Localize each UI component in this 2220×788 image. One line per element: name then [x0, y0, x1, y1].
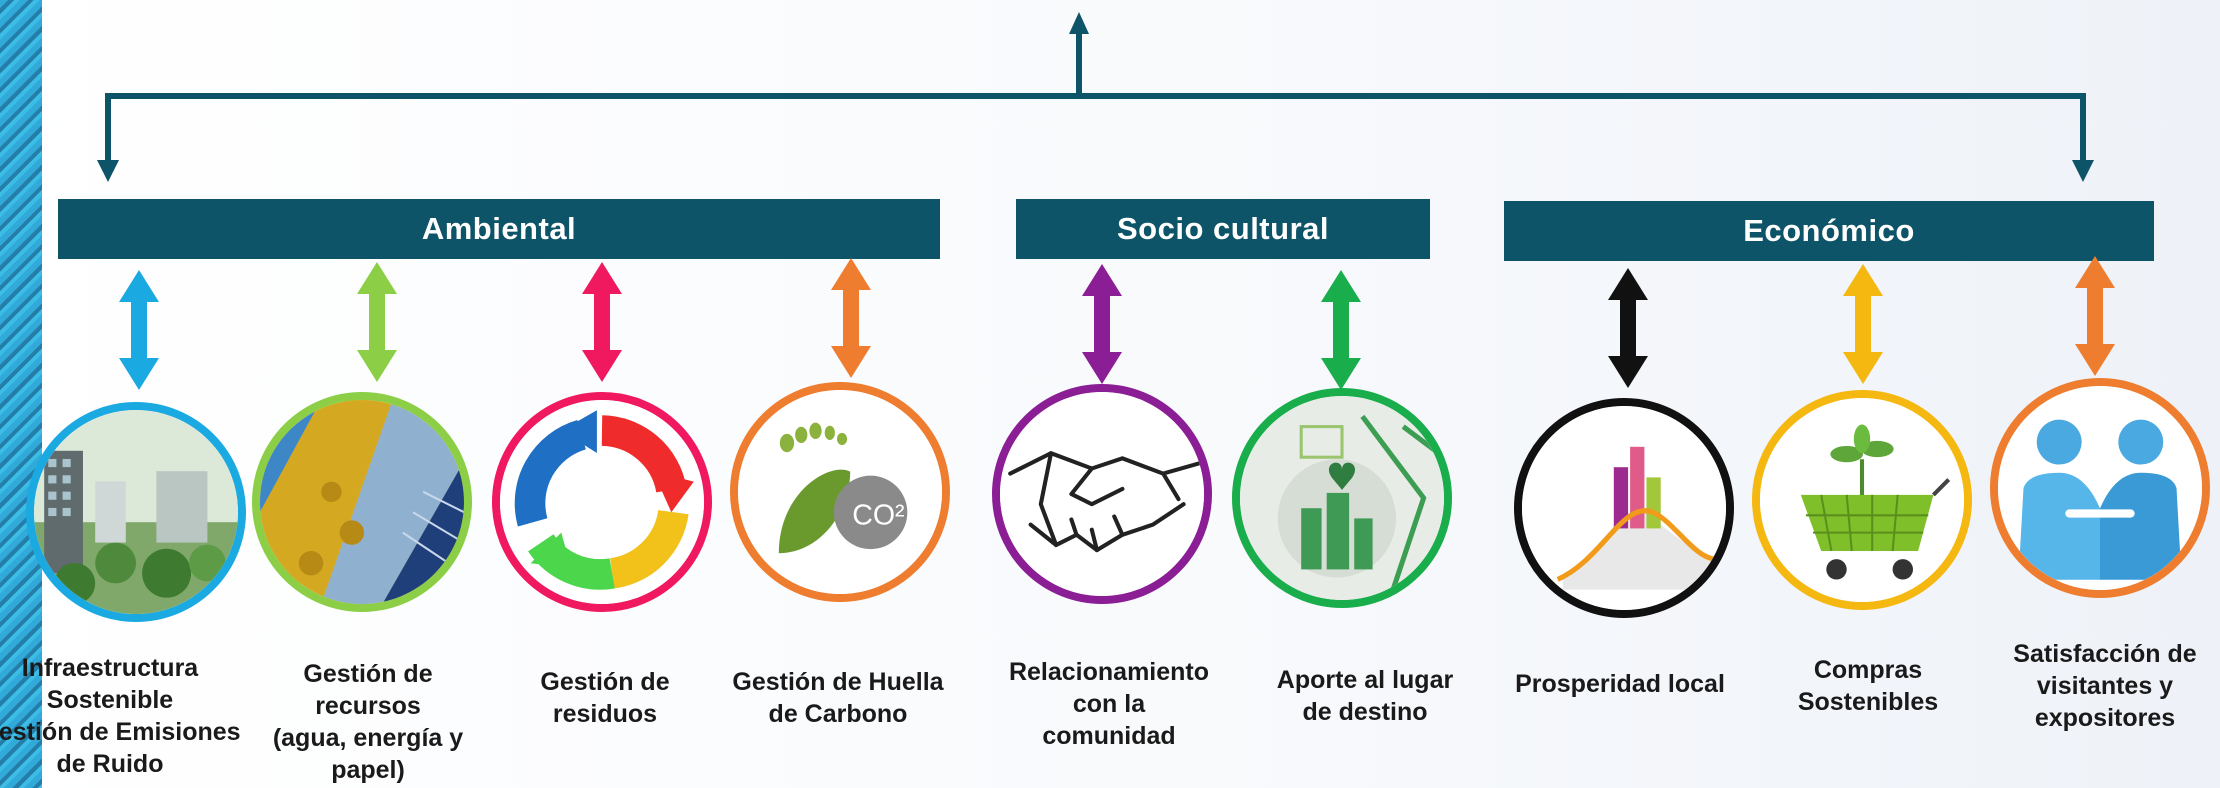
- double-arrow-9: [2075, 256, 2115, 376]
- item-label-3: Gestión de residuos: [540, 668, 670, 728]
- double-arrow-6: [1321, 270, 1361, 390]
- item-label-6: Aporte al lugar de destino: [1276, 666, 1454, 726]
- green-city-icon: [1232, 388, 1452, 608]
- category-socio-cultural: Socio cultural: [1016, 199, 1430, 259]
- people-handshake-icon: [1990, 378, 2210, 598]
- right-arrowhead: [2072, 160, 2094, 182]
- growth-chart-icon: [1514, 398, 1734, 618]
- shopping-cart-plant-icon: [1752, 390, 1972, 610]
- item-label-7: Prosperidad local: [1515, 670, 1725, 698]
- category-economico-label: Económico: [1743, 213, 1915, 248]
- item-label-9: Satisfacción de visitantes y expositores: [2013, 640, 2197, 732]
- svg-text:CO²: CO²: [852, 500, 904, 532]
- sustainable-building-icon: [26, 402, 246, 622]
- handshake-icon: [992, 384, 1212, 604]
- category-socio-cultural-label: Socio cultural: [1117, 211, 1329, 246]
- resources-icon: [252, 392, 472, 612]
- category-ambiental-label: Ambiental: [421, 211, 577, 246]
- double-arrow-4: [831, 258, 871, 378]
- category-ambiental: Ambiental: [58, 199, 940, 259]
- double-arrow-7: [1608, 268, 1648, 388]
- co2-footprint-icon: CO²: [730, 382, 950, 602]
- double-arrow-1: [119, 270, 159, 390]
- top-arrowhead: [1069, 12, 1089, 34]
- double-arrow-8: [1843, 264, 1883, 384]
- double-arrow-2: [357, 262, 397, 382]
- item-label-1: Infraestructura Sostenible Gestión de Em…: [0, 654, 241, 778]
- recycle-cycle-icon: [492, 392, 712, 612]
- item-label-8: Compras Sostenibles: [1797, 656, 1939, 716]
- item-label-4: Gestión de Huella de Carbono: [732, 668, 944, 728]
- left-arrowhead: [97, 160, 119, 182]
- item-label-5: Relacionamiento con la comunidad: [1008, 658, 1210, 750]
- item-label-2: Gestión de recursos (agua, energía y pap…: [272, 660, 464, 784]
- category-economico: Económico: [1504, 201, 2154, 261]
- decorative-strip: [0, 0, 42, 788]
- double-arrow-3: [582, 262, 622, 382]
- double-arrow-5: [1082, 264, 1122, 384]
